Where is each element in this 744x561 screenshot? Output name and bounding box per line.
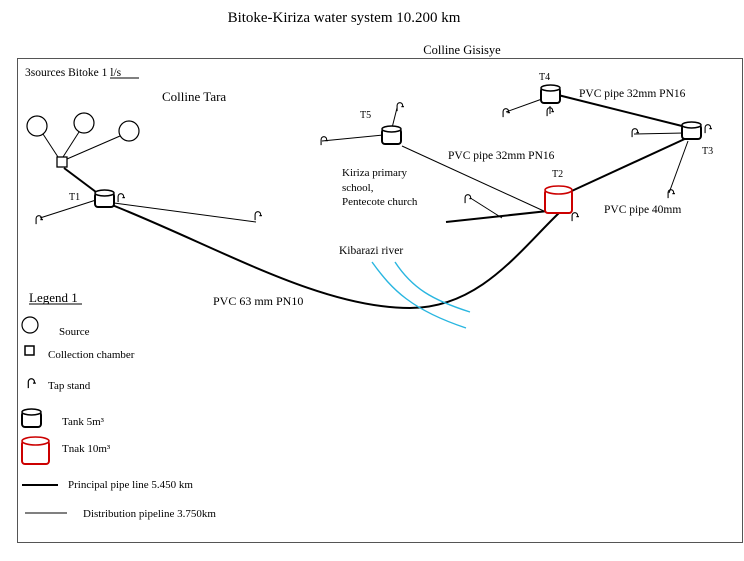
legend-principal-label: Principal pipe line 5.450 km — [68, 479, 193, 491]
pvc-32-top-label: PVC pipe 32mm PN16 — [579, 88, 686, 100]
pvc-63-main-pipe — [111, 204, 561, 310]
t3-tap-bottom-pipe — [668, 140, 689, 194]
tank-t5 — [381, 125, 402, 145]
legend-tank-small-label: Tank 5m³ — [62, 416, 105, 428]
t4-tap-left-pipe — [505, 98, 543, 113]
legend-title: Legend 1 — [29, 290, 78, 305]
school-label-line-2: school, — [342, 182, 374, 194]
diagram-frame — [17, 58, 743, 543]
tank-t2 — [544, 185, 573, 214]
tank-t4-label: T4 — [539, 72, 550, 83]
t1-tap-right-pipe — [113, 202, 257, 223]
t4-to-t3-main-pipe — [557, 94, 687, 128]
legend-source-label: Source — [59, 326, 90, 338]
legend-source-icon — [21, 316, 39, 334]
t2-west-main-pipe — [445, 210, 549, 223]
source-2-pipe — [62, 131, 80, 158]
tap-stand-icon — [254, 211, 263, 221]
source-2 — [73, 112, 95, 134]
tank-t1 — [94, 189, 115, 208]
principal-pipes — [111, 94, 690, 310]
tap-stand-icon — [631, 128, 640, 138]
hill-gisisye-label: Colline Gisisye — [423, 43, 501, 57]
tap-stand-icon — [667, 189, 676, 199]
distribution-pipes — [39, 98, 689, 223]
legend-tap-stand-label: Tap stand — [48, 380, 91, 392]
kibarazi-river — [371, 261, 471, 329]
sources-label: 3sources Bitoke 1 l/s — [25, 67, 122, 79]
t3-tap-left-pipe — [633, 132, 685, 135]
tap-stand-icon — [571, 212, 580, 222]
source-3-pipe — [66, 135, 121, 160]
t1-tap-left-pipe — [39, 199, 97, 219]
school-label-line-1: Kiriza primary — [342, 167, 408, 179]
pvc-40-label: PVC pipe 40mm — [604, 204, 681, 216]
legend: Legend 1 Source Collection chamber Tap s… — [21, 290, 216, 520]
t5-to-t2-pipe — [401, 145, 547, 213]
pvc-63-label: PVC 63 mm PN10 — [213, 294, 303, 308]
tank-t2-label: T2 — [552, 169, 563, 180]
legend-tank-small-icon — [21, 408, 42, 428]
t5-tap-left-pipe — [321, 134, 384, 142]
pvc-32-mid-label: PVC pipe 32mm PN16 — [448, 150, 555, 162]
river-bank-1 — [371, 261, 467, 329]
tap-stand-icon — [546, 107, 555, 117]
legend-collection-chamber-label: Collection chamber — [48, 349, 135, 361]
tap-stand-icon — [704, 124, 713, 134]
source-1 — [26, 115, 48, 137]
t5-tap-top-pipe — [391, 107, 398, 129]
t2-to-t3-main-pipe — [562, 136, 690, 196]
tap-stand-icon — [502, 108, 511, 118]
tank-t3-label: T3 — [702, 146, 713, 157]
source-1-pipe — [42, 133, 59, 158]
legend-tap-stand-icon — [27, 378, 37, 389]
school-label-line-3: Pentecote church — [342, 196, 418, 208]
river-bank-2 — [394, 261, 471, 313]
legend-distribution-label: Distribution pipeline 3.750km — [83, 508, 216, 520]
river-label: Kibarazi river — [339, 245, 403, 257]
source-3 — [118, 120, 140, 142]
legend-collection-chamber-icon — [24, 345, 35, 356]
tap-stand-icon — [396, 102, 405, 112]
legend-tank-large-icon — [21, 436, 50, 465]
collection-chamber — [56, 156, 68, 168]
tank-t4 — [540, 84, 561, 104]
tank-t3 — [681, 121, 702, 140]
diagram-title: Bitoke-Kiriza water system 10.200 km — [228, 10, 461, 26]
hill-tara-label: Colline Tara — [162, 89, 226, 104]
tap-stand-icon — [117, 193, 126, 203]
legend-tank-large-label: Tnak 10m³ — [62, 443, 111, 455]
t2-tap-pipe — [471, 198, 503, 219]
chamber-to-t1-pipe — [63, 167, 97, 193]
tank-t5-label: T5 — [360, 110, 371, 121]
tap-stand-icon — [35, 215, 44, 225]
tap-stand-icon — [464, 194, 473, 204]
tank-t1-label: T1 — [69, 192, 80, 203]
